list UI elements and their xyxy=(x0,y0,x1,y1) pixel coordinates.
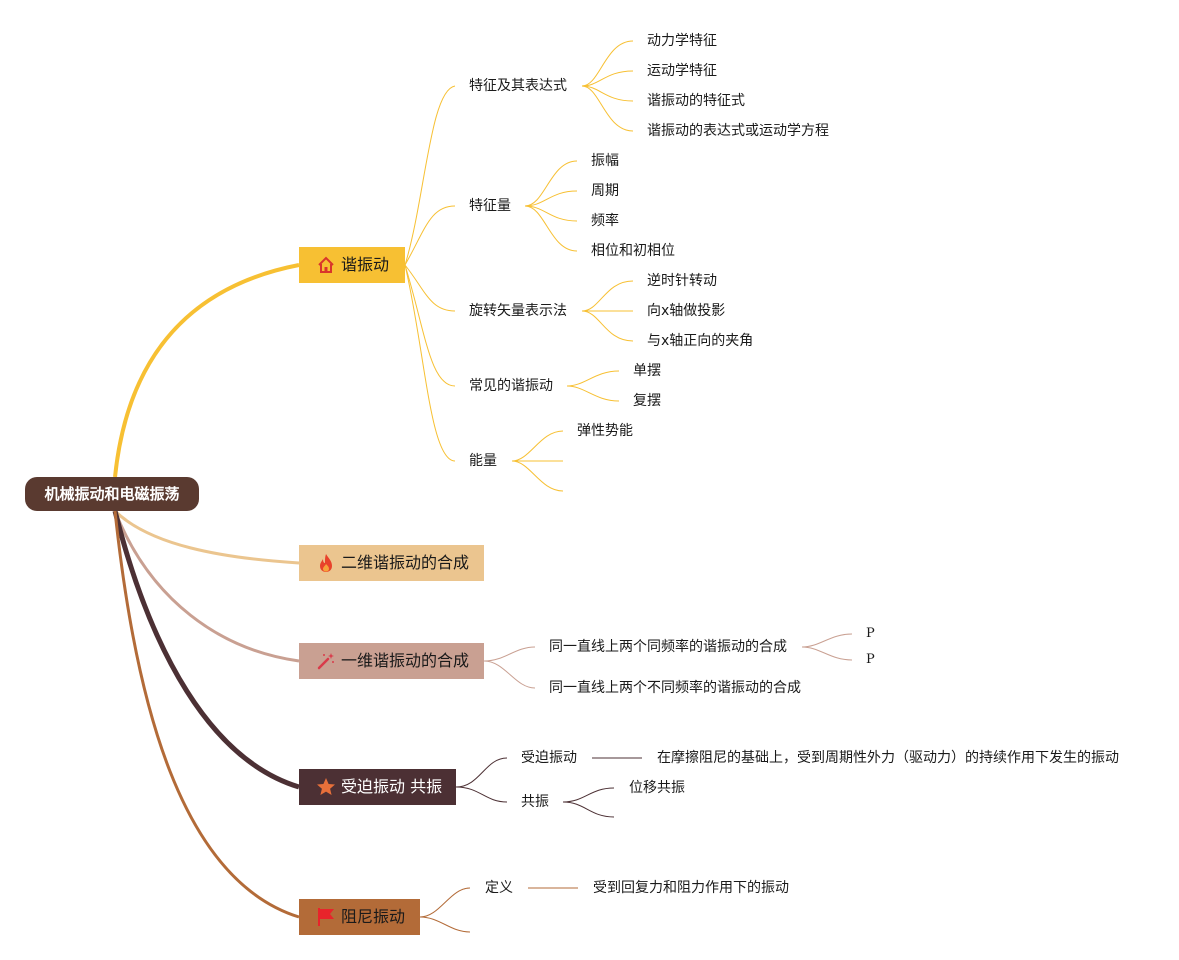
topic-item[interactable]: 动力学特征 xyxy=(647,33,717,49)
topic-item[interactable]: 频率 xyxy=(591,213,619,229)
topic-item[interactable]: 谐振动的特征式 xyxy=(647,93,745,109)
magic-wand-icon xyxy=(317,653,334,670)
branch-2d-composition[interactable]: 二维谐振动的合成 xyxy=(299,545,484,581)
topic-features[interactable]: 特征及其表达式 xyxy=(469,78,567,94)
branch-forced-resonance[interactable]: 受迫振动 共振 xyxy=(299,769,456,805)
topic-item[interactable]: 谐振动的表达式或运动学方程 xyxy=(647,123,829,139)
star-icon xyxy=(317,778,335,795)
topic-common[interactable]: 常见的谐振动 xyxy=(469,378,553,394)
topic-item[interactable]: 振幅 xyxy=(591,153,619,169)
topic-item[interactable]: 单摆 xyxy=(633,363,661,379)
topic-different-frequency[interactable]: 同一直线上两个不同频率的谐振动的合成 xyxy=(549,680,801,696)
topic-item[interactable]: 复摆 xyxy=(633,393,661,409)
flag-icon xyxy=(318,908,334,926)
topic-forced-description[interactable]: 在摩擦阻尼的基础上，受到周期性外力（驱动力）的持续作用下发生的振动 xyxy=(657,750,1119,766)
topic-energy[interactable]: 能量 xyxy=(469,453,497,469)
topic-item[interactable]: 向x轴做投影 xyxy=(647,303,726,319)
branch-label: 谐振动 xyxy=(341,255,390,274)
topic-item[interactable]: 位移共振 xyxy=(629,780,685,796)
branch-label: 阻尼振动 xyxy=(341,907,406,926)
topic-rotating-vector[interactable]: 旋转矢量表示法 xyxy=(469,303,567,319)
topic-quantities[interactable]: 特征量 xyxy=(469,198,511,214)
topic-item[interactable]: P xyxy=(866,626,875,641)
topic-item[interactable]: 弹性势能 xyxy=(577,423,633,439)
branch-1d-composition[interactable]: 一维谐振动的合成 xyxy=(299,643,484,679)
topic-definition[interactable]: 定义 xyxy=(485,880,513,896)
topic-forced-vibration[interactable]: 受迫振动 xyxy=(521,750,577,766)
topic-item[interactable]: 相位和初相位 xyxy=(591,243,675,259)
topic-item[interactable]: 与x轴正向的夹角 xyxy=(647,333,754,349)
topic-item[interactable]: 逆时针转动 xyxy=(647,273,717,289)
home-icon xyxy=(318,256,334,273)
topic-same-frequency[interactable]: 同一直线上两个同频率的谐振动的合成 xyxy=(549,639,787,655)
branch-label: 一维谐振动的合成 xyxy=(341,651,470,670)
branch-label: 二维谐振动的合成 xyxy=(341,553,470,572)
topic-item[interactable]: 运动学特征 xyxy=(647,63,717,79)
branch-damped-vibration[interactable]: 阻尼振动 xyxy=(299,899,420,935)
topic-definition-description[interactable]: 受到回复力和阻力作用下的振动 xyxy=(593,880,789,896)
fire-icon xyxy=(320,554,332,572)
branch-label: 受迫振动 共振 xyxy=(341,777,443,796)
topic-item[interactable]: 周期 xyxy=(591,183,619,199)
branch-harmonic-vibration[interactable]: 谐振动 xyxy=(299,247,405,283)
topic-resonance[interactable]: 共振 xyxy=(521,794,549,810)
topic-item[interactable]: P xyxy=(866,652,875,667)
root-topic[interactable]: 机械振动和电磁振荡 xyxy=(25,477,199,511)
